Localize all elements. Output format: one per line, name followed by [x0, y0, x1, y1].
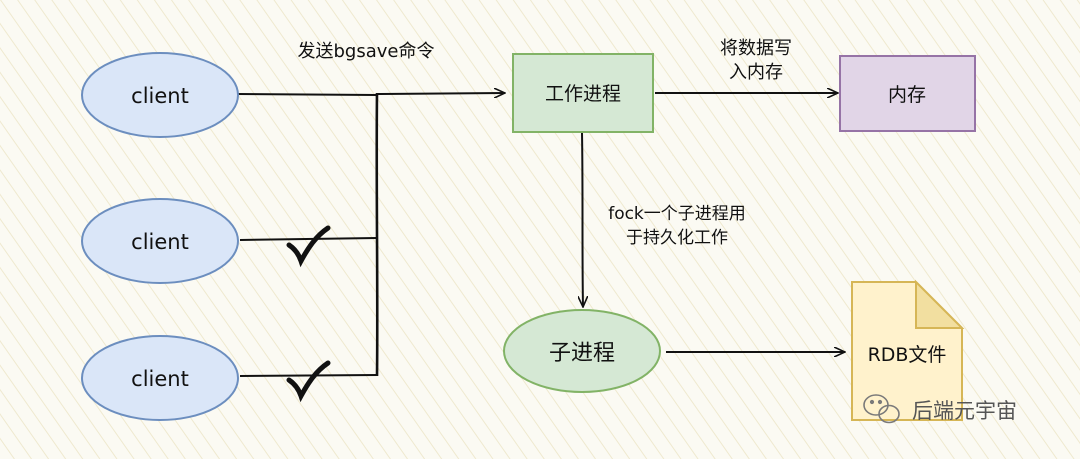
client-label: client: [131, 84, 189, 108]
check-icon: [286, 225, 331, 268]
edge-fork-arrow: [582, 132, 583, 307]
edge-bgsave-arrow: [376, 93, 505, 94]
rdb-file-node: RDB文件: [851, 279, 965, 421]
edge-label-fork-1: fock一个子进程用: [608, 204, 746, 224]
edge-client3-trunk: [239, 374, 379, 377]
edge-client2-trunk: [239, 237, 378, 241]
worker-process-node: 工作进程: [512, 53, 654, 133]
edge-label-bgsave: 发送bgsave命令: [298, 41, 435, 62]
rdb-file-label: RDB文件: [868, 344, 947, 366]
client-node-1: client: [81, 52, 239, 138]
edge-label-write-memory-2: 入内存: [729, 62, 783, 83]
client-label: client: [131, 367, 189, 391]
client-label: client: [131, 230, 189, 254]
edge-client1-trunk: [236, 93, 378, 96]
worker-process-label: 工作进程: [545, 83, 621, 105]
trunk-line: [375, 92, 379, 377]
client-node-2: client: [81, 198, 239, 284]
child-process-node: 子进程: [503, 309, 661, 393]
memory-label: 内存: [888, 84, 926, 106]
client-node-3: client: [81, 335, 239, 421]
watermark-text: 后端元宇宙: [912, 399, 1017, 423]
memory-node: 内存: [839, 55, 976, 132]
edge-label-write-memory-1: 将数据写: [720, 38, 792, 59]
wechat-icon: [863, 394, 900, 424]
child-process-label: 子进程: [549, 341, 615, 366]
edge-label-fork-2: 于持久化工作: [626, 228, 728, 248]
check-icon: [286, 360, 331, 403]
watermark: 后端元宇宙: [863, 394, 1017, 424]
connector-lines: [236, 92, 845, 377]
